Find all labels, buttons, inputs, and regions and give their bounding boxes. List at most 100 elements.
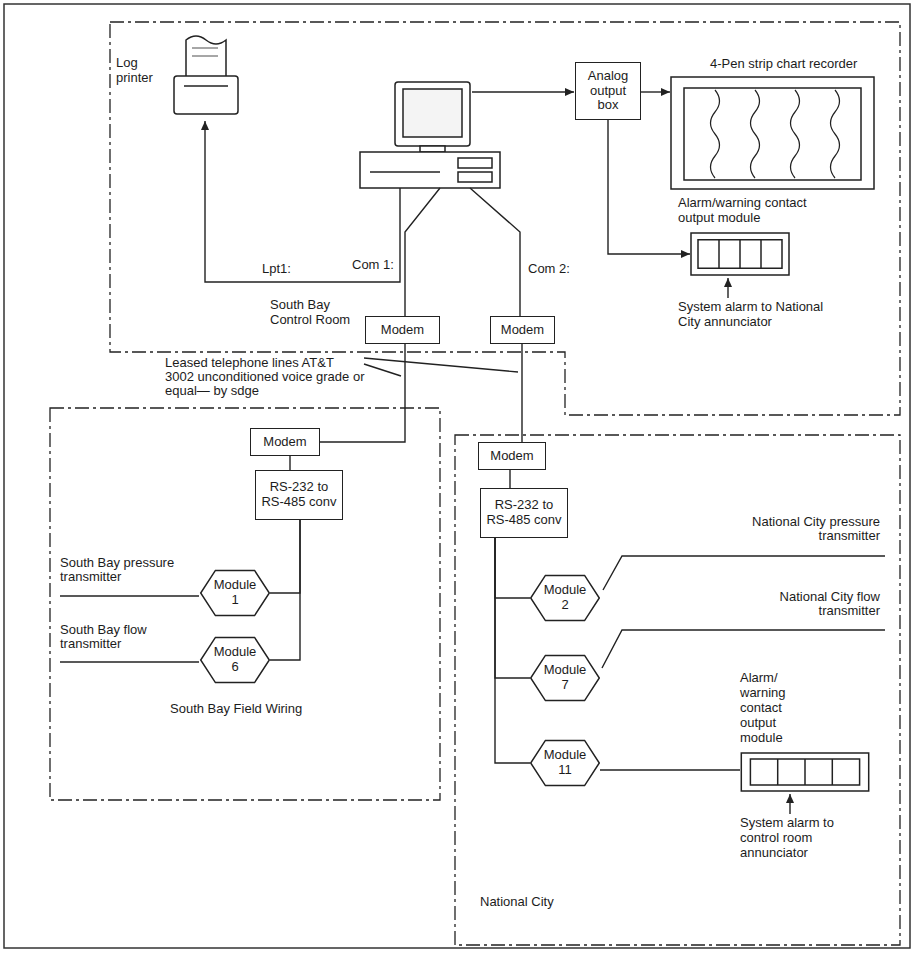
annotation-label: Leased telephone lines AT&T 3002 uncondi…: [165, 356, 365, 398]
node-label: Module 2: [540, 583, 590, 613]
node-label: Alarm/warning contact output module: [678, 196, 838, 226]
site-region: South Bay Field WiringModemRS-232 to RS-…: [50, 408, 440, 800]
contact-divider: [777, 759, 779, 785]
node-label: Module 1: [210, 578, 260, 608]
transmitter-wire: [602, 630, 885, 668]
node-label: Module 6: [210, 645, 260, 675]
paper-slot: [184, 85, 228, 87]
signal-connector: [289, 456, 290, 470]
node-label: National City: [480, 895, 640, 910]
computer-symbol: [360, 82, 500, 188]
transmitter-wire: [60, 661, 199, 662]
contact-divider: [760, 240, 762, 269]
module-hexagon: Module 7: [530, 655, 600, 701]
pen-trace: [711, 90, 720, 178]
signal-connector: [509, 470, 510, 488]
contact-strip: [698, 240, 782, 269]
signal-connector: [495, 538, 530, 763]
printer-body: [174, 76, 238, 114]
annotation-label: Com 1:: [352, 258, 402, 272]
module-case: [741, 753, 868, 791]
node-label: Alarm/ warning contact output module: [740, 671, 812, 746]
node-label: Log printer: [116, 56, 168, 86]
pen-trace: [831, 90, 840, 178]
signal-connector: [270, 520, 300, 660]
contact-output-module: Alarm/warning contact output moduleSyste…: [690, 232, 790, 276]
annotation-label: Com 2:: [528, 262, 578, 276]
site-region: National City ModemRS-232 to RS-485 convM…: [455, 435, 900, 945]
transmitter-wire: [60, 595, 199, 596]
monitor-stand: [420, 146, 445, 152]
node-note: System alarm to National City annunciato…: [678, 300, 828, 330]
alarm-module-symbol: [690, 232, 790, 276]
printer-paper: [186, 36, 226, 76]
contact-divider: [804, 759, 806, 785]
signal-connector: [270, 520, 300, 593]
contact-divider: [739, 240, 741, 269]
equipment-box: RS-232 to RS-485 conv: [255, 470, 343, 520]
module-hexagon: Module 11: [530, 740, 600, 786]
signal-connector: [495, 538, 530, 678]
equipment-box: RS-232 to RS-485 conv: [480, 488, 568, 538]
recorder-case: [671, 77, 874, 189]
module-hexagon: Module 6: [200, 637, 270, 683]
node-label: Modem: [263, 435, 306, 450]
hexagon: [531, 575, 600, 620]
equipment-box: Modem: [478, 442, 546, 470]
node-label: Modem: [490, 449, 533, 464]
node-label: Modem: [501, 323, 544, 338]
module-hexagon: Module 2: [530, 575, 600, 621]
node-note: System alarm to control room annunciator: [740, 816, 872, 861]
signal-connector: [521, 344, 522, 442]
drive-bay: [458, 158, 492, 168]
contact-divider: [832, 759, 834, 785]
outer-frame: [4, 4, 910, 948]
transmitter-wire: [603, 556, 885, 590]
com2-cable: [470, 188, 520, 316]
module-hexagon: Module 1: [200, 570, 270, 616]
recorder-symbol: [670, 76, 875, 190]
node-label: Module 11: [540, 748, 590, 778]
screen: [403, 89, 462, 137]
signal-connector: [600, 769, 740, 770]
node-label: South Bay Control Room: [270, 298, 366, 328]
contact-output-module: Alarm/ warning contact output moduleSyst…: [740, 752, 870, 792]
equipment-box: Modem: [250, 428, 320, 456]
equipment-box: Modem: [490, 316, 555, 344]
contact-divider: [718, 240, 720, 269]
dash-dot-boundary: [50, 408, 440, 800]
hexagon: [201, 570, 270, 615]
annotation-label: National City pressure transmitter: [750, 515, 880, 543]
equipment-box: Analog output box: [575, 62, 641, 120]
dash-dot-boundary: [455, 435, 900, 945]
annotation-label: South Bay flow transmitter: [60, 623, 190, 651]
equipment-box: Modem: [365, 316, 440, 344]
node-label: Module 7: [540, 663, 590, 693]
hexagon: [201, 637, 270, 682]
system-unit: [360, 152, 500, 188]
print-line: [192, 48, 218, 49]
hexagon: [531, 655, 600, 700]
module-case: [691, 233, 789, 275]
leader-line: [364, 364, 401, 376]
drive-slot: [370, 171, 440, 173]
node-label: 4-Pen strip chart recorder: [710, 57, 875, 72]
annotation-label: Lpt1:: [262, 262, 312, 276]
node-label: RS-232 to RS-485 conv: [261, 480, 337, 510]
print-line: [192, 56, 218, 57]
analog-cable: [472, 91, 574, 92]
dash-dot-boundary: [110, 22, 900, 415]
node-label: Analog output box: [581, 69, 635, 114]
annotation-label: National City flow transmitter: [750, 590, 880, 618]
monitor: [395, 82, 470, 146]
pen-trace: [751, 90, 760, 178]
hexagon: [531, 740, 600, 785]
strip-chart-recorder: 4-Pen strip chart recorder: [670, 76, 875, 190]
signal-connector: [495, 538, 530, 598]
contact-strip: [750, 759, 859, 785]
leader-line: [364, 358, 518, 372]
pen-trace: [791, 90, 800, 178]
node-label: RS-232 to RS-485 conv: [486, 498, 562, 528]
alarm-output-arrow: [727, 278, 728, 298]
